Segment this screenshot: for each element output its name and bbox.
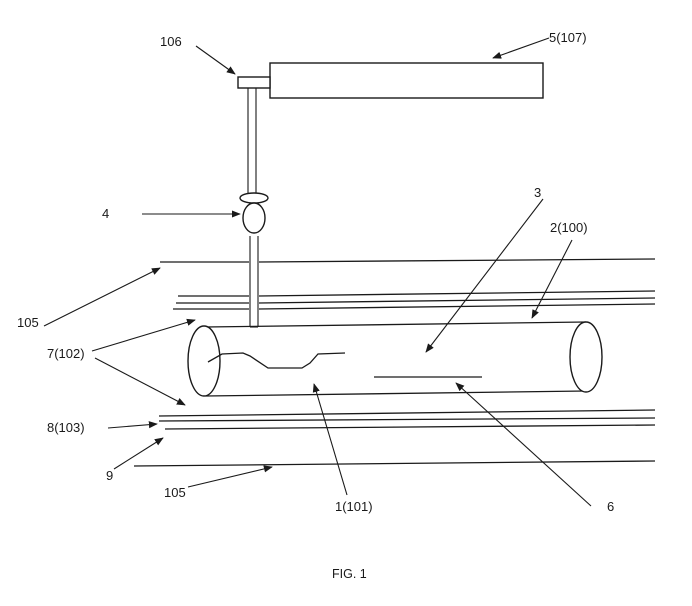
label-7-102: 7(102) bbox=[47, 346, 85, 361]
label-8-103: 8(103) bbox=[47, 420, 85, 435]
boom-housing bbox=[269, 62, 544, 99]
label-5-107: 5(107) bbox=[549, 30, 587, 45]
pipe-cylinder bbox=[187, 321, 603, 397]
arrow-106 bbox=[195, 45, 236, 75]
arrow-6 bbox=[455, 382, 592, 507]
label-3: 3 bbox=[534, 185, 541, 200]
arrow-105-top bbox=[43, 267, 161, 327]
arrow-3 bbox=[425, 198, 544, 353]
internal-profile bbox=[207, 352, 346, 369]
arrow-7-102-upper bbox=[91, 318, 196, 352]
strata-lines bbox=[133, 258, 656, 467]
arrow-7-102-lower bbox=[94, 357, 186, 406]
mast bbox=[247, 88, 259, 328]
valve bbox=[239, 192, 269, 234]
arrow-5-107 bbox=[492, 37, 550, 59]
label-1-101: 1(101) bbox=[335, 499, 373, 514]
arrow-9 bbox=[113, 437, 164, 470]
label-105-bottom: 105 bbox=[164, 485, 186, 500]
arrow-8-103 bbox=[107, 421, 158, 429]
label-6: 6 bbox=[607, 499, 614, 514]
label-4: 4 bbox=[102, 206, 109, 221]
mount-block bbox=[237, 76, 271, 89]
label-106: 106 bbox=[160, 34, 182, 49]
label-105-top: 105 bbox=[17, 315, 39, 330]
figure-caption: FIG. 1 bbox=[332, 567, 367, 581]
label-2-100: 2(100) bbox=[550, 220, 588, 235]
arrow-105-bottom bbox=[187, 465, 273, 488]
label-9: 9 bbox=[106, 468, 113, 483]
arrow-1-101 bbox=[312, 383, 348, 496]
leader-arrows bbox=[43, 37, 592, 507]
arrow-2-100 bbox=[531, 239, 573, 319]
